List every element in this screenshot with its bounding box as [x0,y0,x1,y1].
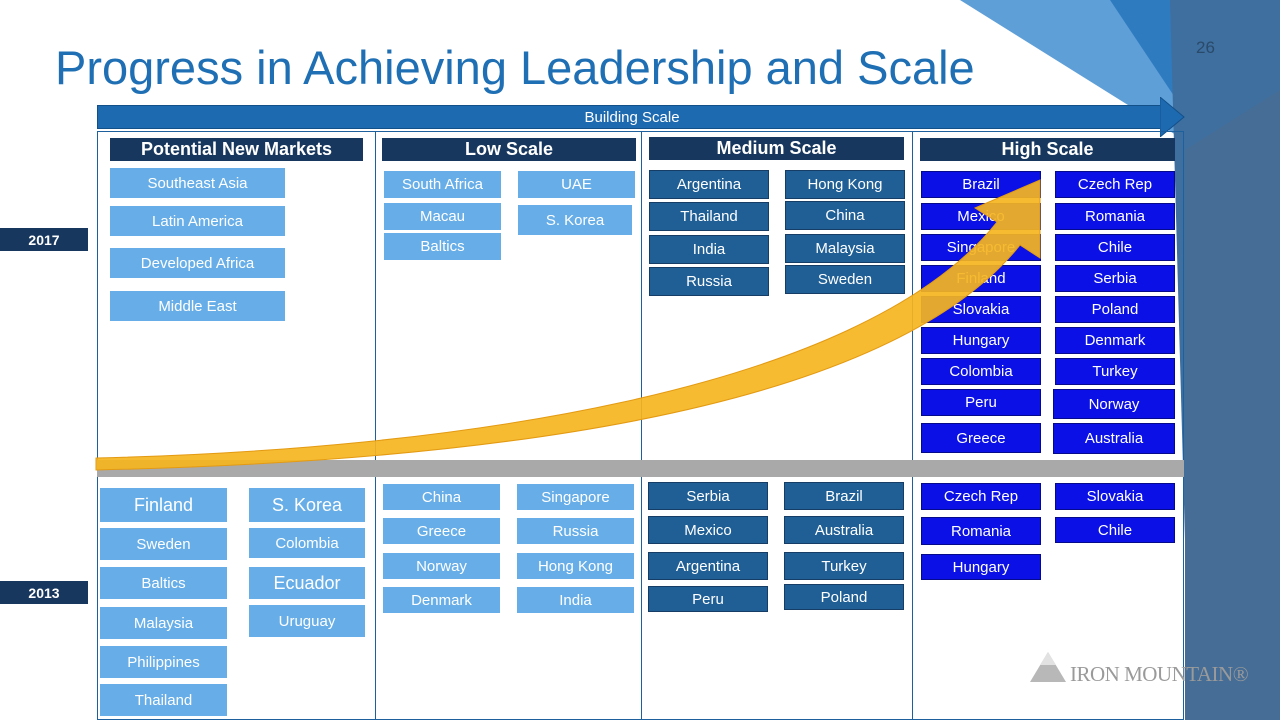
arrow-head-icon [1160,97,1185,137]
market-box: Middle East [109,290,286,322]
company-logo-text: IRON MOUNTAIN® [1070,662,1249,686]
market-box: Sweden [785,265,905,294]
year-label-2017: 2017 [0,228,88,251]
market-box: Sweden [99,527,228,561]
market-box: Mexico [648,516,768,544]
column-divider [641,131,642,720]
market-box: Czech Rep [1055,171,1175,198]
market-box: UAE [517,170,636,199]
market-box: Greece [382,517,501,545]
market-box: Australia [1053,423,1175,454]
market-box: Latin America [109,205,286,237]
header-low-scale: Low Scale [382,138,636,161]
column-divider [375,131,376,720]
market-box: Norway [382,552,501,580]
market-box: Romania [921,517,1041,545]
market-box: Finland [921,265,1041,292]
market-box: China [382,483,501,511]
market-box: Australia [784,516,904,544]
market-box: Finland [99,487,228,523]
market-box: Hungary [921,327,1041,354]
market-box: Slovakia [1055,483,1175,510]
market-box: Thailand [649,202,769,231]
market-box: Macau [383,202,502,231]
market-box: Malaysia [785,234,905,263]
market-box: Mexico [921,203,1041,230]
market-box: Baltics [99,566,228,600]
market-box: Denmark [1055,327,1175,354]
market-box: Baltics [383,232,502,261]
market-box: Southeast Asia [109,167,286,199]
market-box: Romania [1055,203,1175,230]
market-box: Poland [784,584,904,610]
iron-mountain-logo-icon [1030,652,1066,682]
market-box: Peru [648,586,768,612]
market-box: Peru [921,389,1041,416]
market-box: India [516,586,635,614]
market-box: Norway [1053,389,1175,419]
market-box: Singapore [921,234,1041,261]
market-box: China [785,201,905,230]
header-medium-scale: Medium Scale [649,137,904,160]
market-box: Poland [1055,296,1175,323]
market-box: Turkey [784,552,904,580]
market-box: S. Korea [248,487,366,523]
market-box: Hungary [921,554,1041,580]
market-box: S. Korea [517,204,633,236]
market-box: Denmark [382,586,501,614]
market-box: Brazil [921,171,1041,198]
market-box: Argentina [648,552,768,580]
market-box: Greece [921,423,1041,453]
page-number: 26 [1196,38,1215,57]
header-high-scale: High Scale [920,138,1175,161]
market-box: Brazil [784,482,904,510]
market-box: Russia [649,267,769,296]
market-box: Developed Africa [109,247,286,279]
market-box: Argentina [649,170,769,199]
market-box: Czech Rep [921,483,1041,510]
market-box: Slovakia [921,296,1041,323]
market-box: Serbia [648,482,768,510]
market-box: Uruguay [248,604,366,638]
market-box: Philippines [99,645,228,679]
year-divider [97,460,1184,477]
market-box: Chile [1055,517,1175,543]
year-label-2013: 2013 [0,581,88,604]
market-box: Malaysia [99,606,228,640]
market-box: Hong Kong [785,170,905,199]
market-box: Hong Kong [516,552,635,580]
market-box: Chile [1055,234,1175,261]
market-box: Colombia [921,358,1041,385]
market-box: Singapore [516,483,635,511]
market-box: Thailand [99,683,228,717]
page-title: Progress in Achieving Leadership and Sca… [55,41,975,94]
market-box: Russia [516,517,635,545]
market-box: Turkey [1055,358,1175,385]
market-box: Ecuador [248,566,366,600]
building-scale-bar: Building Scale [97,105,1167,129]
column-divider [912,131,913,720]
market-box: Colombia [248,527,366,559]
market-box: Serbia [1055,265,1175,292]
market-box: South Africa [383,170,502,199]
header-potential-new-markets: Potential New Markets [110,138,363,161]
market-box: India [649,235,769,264]
